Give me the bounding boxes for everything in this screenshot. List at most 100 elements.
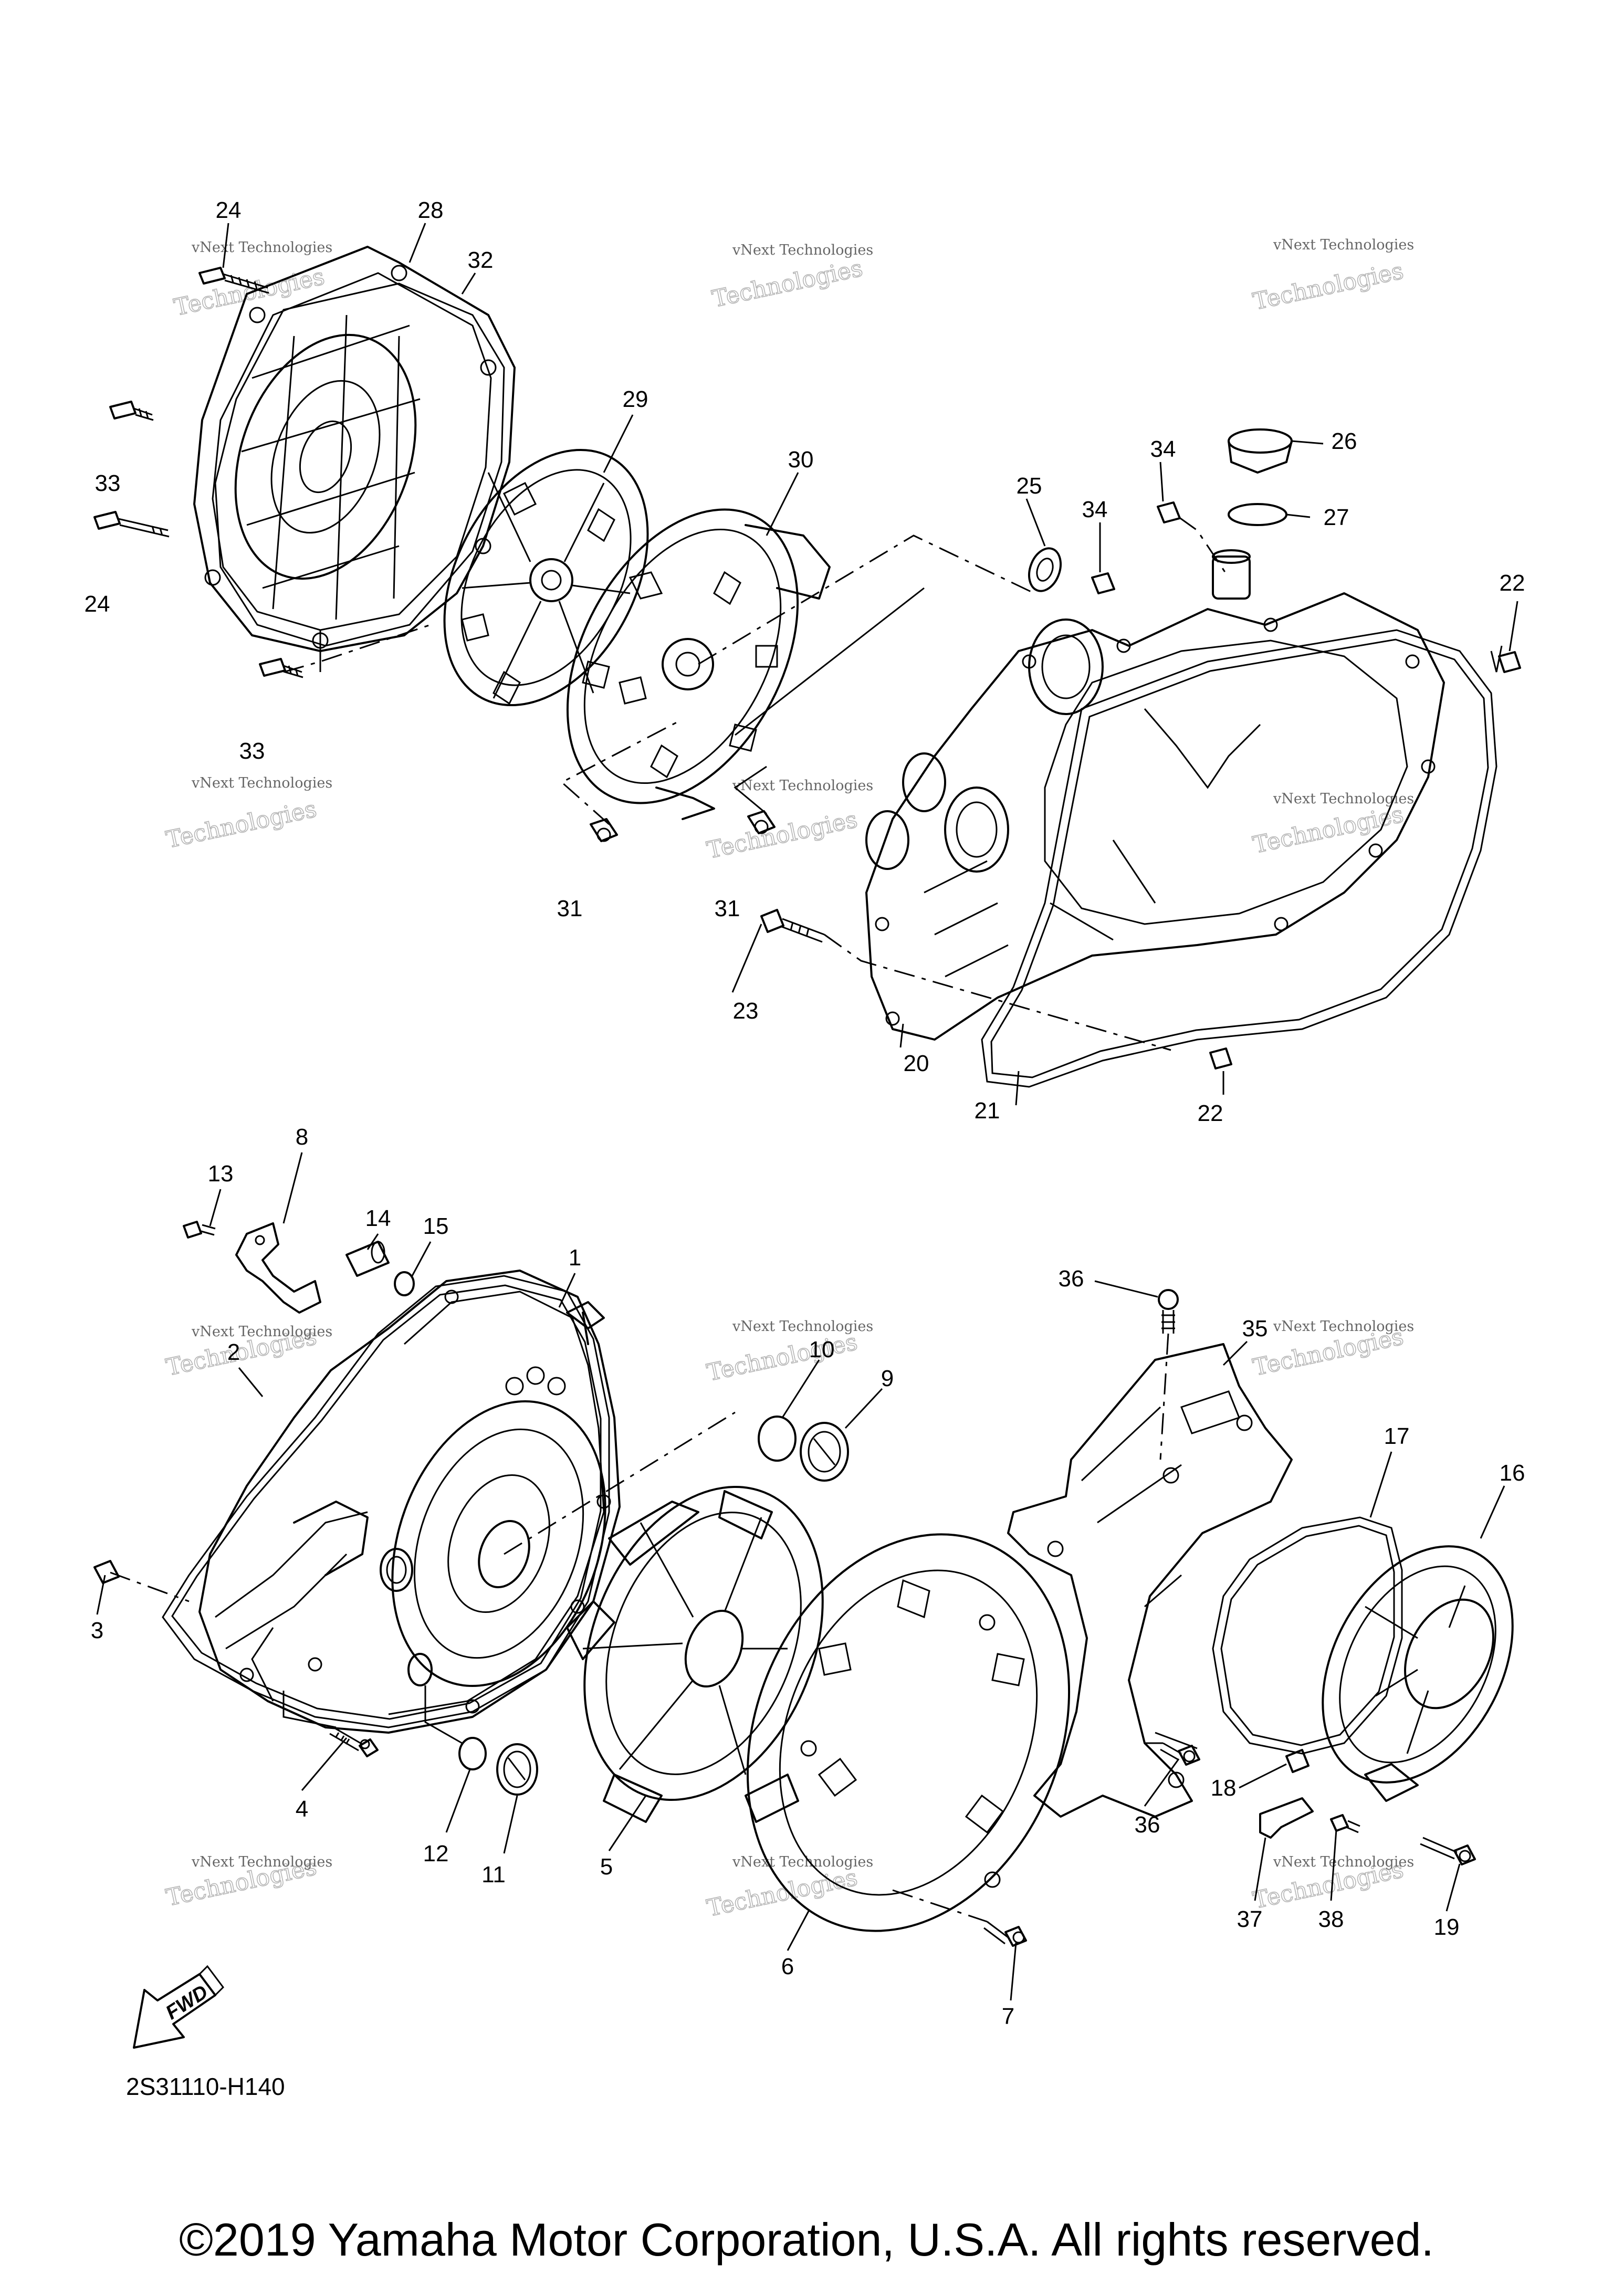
callout-18: 18: [1211, 1775, 1237, 1801]
callout-29: 29: [623, 386, 648, 412]
part-8-bracket: [235, 1222, 321, 1314]
svg-text:vNext Technologies: vNext Technologies: [191, 775, 332, 791]
callout-15: 15: [423, 1213, 449, 1239]
part-12-o-ring: [458, 1737, 487, 1770]
callout-20: 20: [904, 1051, 929, 1076]
svg-text:vNext Technologies: vNext Technologies: [191, 1324, 332, 1340]
svg-text:vNext Technologies: vNext Technologies: [732, 778, 873, 794]
part-25-oil-seal: [1028, 547, 1062, 592]
part-11-plug: [496, 1743, 538, 1796]
part-17-gasket: [1212, 1516, 1403, 1755]
callout-25: 25: [1017, 473, 1042, 499]
callout-22: 22: [1500, 570, 1525, 596]
fwd-label: FWD: [162, 1981, 212, 2024]
part-19-bolt: [1420, 1837, 1476, 1865]
svg-text:vNext Technologies: vNext Technologies: [1273, 1318, 1414, 1335]
callout-22: 22: [1198, 1100, 1223, 1126]
part-34-dowel-lower: [1091, 572, 1115, 594]
callout-7: 7: [1002, 2004, 1014, 2029]
callout-1: 1: [569, 1245, 581, 1271]
part-36-bolt-upper: [1158, 1289, 1179, 1334]
callout-24: 24: [216, 197, 242, 223]
callout-16: 16: [1500, 1460, 1525, 1486]
part-15-o-ring: [394, 1271, 415, 1296]
part-24-bolt-upper: [198, 267, 269, 294]
part-2-cover-gasket: [162, 1275, 610, 1728]
part-35-cover-shroud: [1007, 1343, 1293, 1818]
part-30-outer-plate: [566, 508, 831, 820]
part-4-bolt: [329, 1726, 379, 1757]
callout-3: 3: [91, 1618, 103, 1643]
callout-17: 17: [1384, 1423, 1410, 1449]
callout-5: 5: [600, 1854, 613, 1880]
fwd-arrow-icon: FWD: [133, 1965, 224, 2049]
part-21-cover-gasket: [981, 629, 1497, 1088]
callout-32: 32: [468, 247, 494, 273]
callout-30: 30: [788, 447, 814, 473]
part-10-o-ring: [758, 1416, 797, 1462]
part-24-bolt-lower: [93, 511, 170, 538]
callout-12: 12: [423, 1841, 449, 1867]
part-34-dowel-upper: [1157, 501, 1181, 523]
svg-text:vNext Technologies: vNext Technologies: [191, 1854, 332, 1870]
part-18-dowel: [1285, 1749, 1310, 1773]
assembly-lines-lower: [110, 1333, 1169, 1923]
callout-33: 33: [95, 470, 121, 496]
watermark: Technologies vNext Technologies: [709, 242, 873, 313]
part-22-dowel-upper: [1498, 651, 1521, 673]
svg-text:vNext Technologies: vNext Technologies: [732, 242, 873, 258]
part-20-crankcase-cover: [865, 549, 1445, 1041]
callout-35: 35: [1242, 1316, 1268, 1341]
part-16-end-cover: [1322, 1545, 1514, 1802]
callout-19: 19: [1434, 1914, 1460, 1940]
watermark: Technologies vNext Technologies: [163, 1853, 332, 1912]
svg-text:Technologies: Technologies: [705, 806, 860, 864]
watermark: Technologies vNext Technologies: [704, 1854, 873, 1922]
svg-text:vNext Technologies: vNext Technologies: [1273, 791, 1414, 807]
callout-36: 36: [1135, 1812, 1160, 1838]
part-14-dowel: [345, 1241, 390, 1277]
callout-38: 38: [1318, 1906, 1344, 1932]
svg-text:vNext Technologies: vNext Technologies: [732, 1854, 873, 1870]
callout-26: 26: [1332, 428, 1357, 454]
callout-21: 21: [975, 1098, 1000, 1124]
svg-text:Technologies: Technologies: [164, 795, 319, 853]
part-38-screw: [1330, 1814, 1360, 1833]
callout-2: 2: [227, 1339, 240, 1365]
callout-13: 13: [208, 1161, 234, 1187]
svg-text:Technologies: Technologies: [705, 1864, 860, 1922]
watermark: Technologies vNext Technologies: [1250, 237, 1414, 316]
callout-37: 37: [1237, 1906, 1263, 1932]
svg-text:vNext Technologies: vNext Technologies: [1273, 237, 1414, 253]
svg-text:vNext Technologies: vNext Technologies: [191, 239, 332, 256]
part-29-cover-plate: [443, 448, 649, 707]
watermark: Technologies vNext Technologies: [163, 775, 332, 854]
callout-14: 14: [365, 1205, 391, 1231]
part-31-bolt-right: [747, 810, 776, 834]
svg-text:Technologies: Technologies: [1251, 257, 1406, 315]
callout-31: 31: [715, 896, 740, 921]
callout-10: 10: [809, 1337, 835, 1362]
callout-leaders: [96, 223, 1518, 2001]
callout-27: 27: [1324, 505, 1349, 530]
watermark: Technologies vNext Technologies: [704, 778, 873, 864]
callouts: 24 28 32 29 30 33 24 33 31 31 25 34 34 2…: [85, 197, 1525, 2029]
svg-text:vNext Technologies: vNext Technologies: [732, 1318, 873, 1335]
part-32-gasket: [214, 282, 505, 647]
copyright-notice: ©2019 Yamaha Motor Corporation, U.S.A. A…: [179, 2214, 1434, 2266]
callout-11: 11: [481, 1862, 506, 1888]
part-37-bracket: [1259, 1797, 1314, 1839]
callout-6: 6: [781, 1954, 794, 1979]
part-22-dowel-lower: [1209, 1047, 1232, 1070]
watermark: Technologies vNext Technologies: [704, 1318, 873, 1387]
callout-36: 36: [1059, 1266, 1084, 1292]
callout-9: 9: [881, 1366, 894, 1391]
callout-33: 33: [239, 738, 265, 764]
part-31-bolt-left: [590, 818, 618, 842]
callout-8: 8: [296, 1124, 308, 1150]
part-26-oil-cap: [1228, 428, 1293, 474]
part-28-clutch-cover: [193, 246, 516, 652]
callout-31: 31: [557, 896, 583, 921]
callout-34: 34: [1150, 436, 1176, 462]
